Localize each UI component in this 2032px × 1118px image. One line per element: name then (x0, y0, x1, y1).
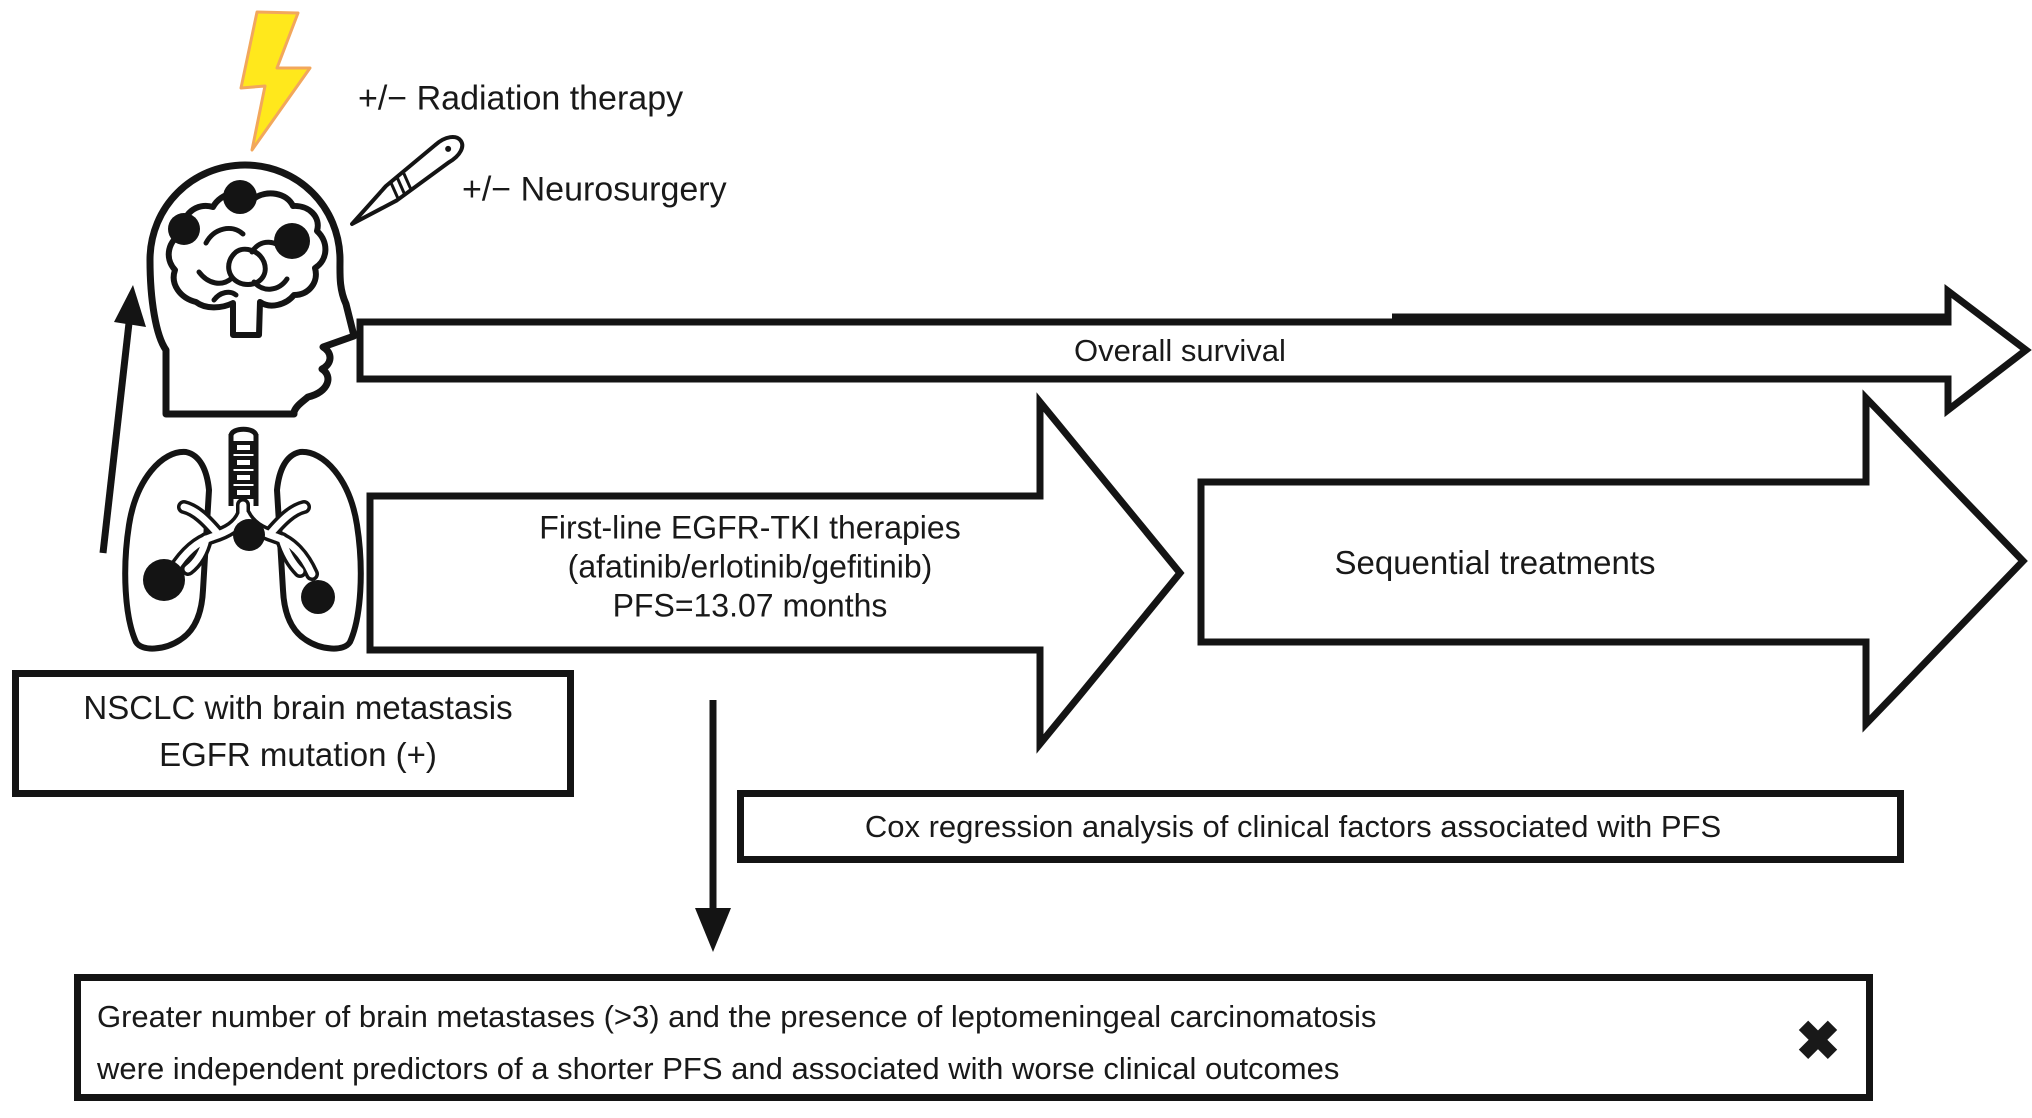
first-line-therapy-line3: PFS=13.07 months (612, 587, 888, 624)
first-line-therapy-line1: First-line EGFR-TKI therapies (539, 509, 961, 546)
x-mark-icon: ✖ (1795, 1011, 1841, 1072)
diagnosis-line1: NSCLC with brain metastasis (83, 689, 513, 726)
first-line-therapy-arrow (366, 392, 1185, 754)
analysis-box-label: Cox regression analysis of clinical fact… (864, 809, 1722, 844)
analysis-box (737, 790, 1904, 863)
conclusion-line1: Greater number of brain metastases (>3) … (97, 999, 1377, 1034)
lungs-icon (122, 426, 364, 652)
conclusion-box (74, 974, 1873, 1101)
sequential-treatments-arrow (1197, 389, 2028, 733)
down-arrow-icon (695, 700, 731, 952)
diagnosis-line2: EGFR mutation (+) (159, 736, 437, 773)
lightning-bolt-icon (239, 10, 312, 152)
head-brain-icon (146, 161, 358, 418)
diagnosis-box-text: NSCLC with brain metastasis EGFR mutatio… (83, 684, 512, 778)
scalpel-icon (350, 135, 465, 226)
conclusion-box-text: Greater number of brain metastases (>3) … (97, 991, 1376, 1095)
neurosurgery-label: +/− Neurosurgery (462, 170, 727, 209)
diagnosis-box (12, 670, 574, 797)
radiation-therapy-label: +/− Radiation therapy (358, 79, 684, 118)
overall-survival-label: Overall survival (1074, 333, 1286, 368)
conclusion-line2: were independent predictors of a shorter… (97, 1051, 1340, 1086)
sequential-treatments-label: Sequential treatments (1334, 544, 1656, 581)
first-line-therapy-line2: (afatinib/erlotinib/gefitinib) (567, 548, 933, 585)
first-line-therapy-text: First-line EGFR-TKI therapies (afatinib/… (539, 509, 960, 626)
up-arrow-icon (99, 285, 146, 554)
